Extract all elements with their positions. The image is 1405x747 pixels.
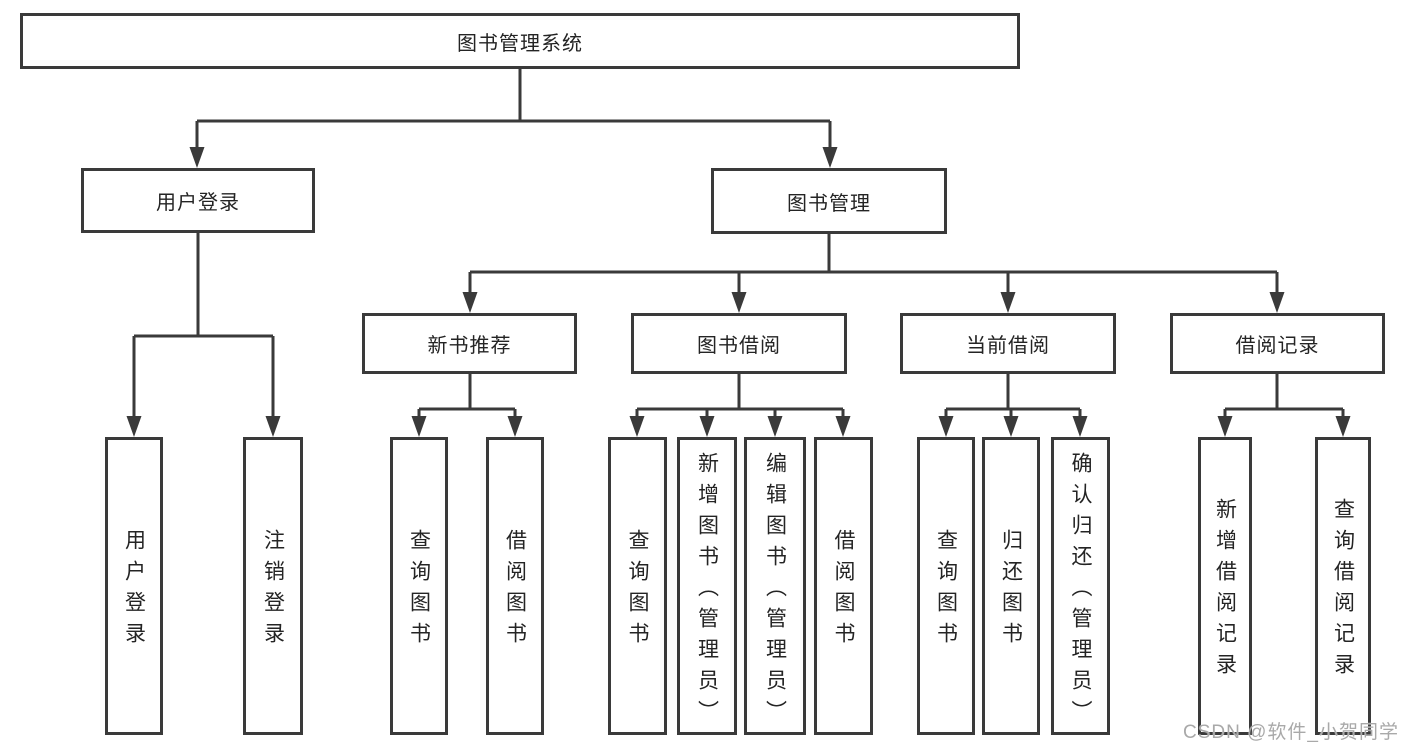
node-borrow-records-label: 借阅记录 xyxy=(1235,335,1320,357)
arrow-down-icon xyxy=(1000,292,1016,313)
leaf-borrow-edit-books-admin-label: 编辑图书（管理员） xyxy=(763,451,787,731)
node-book-borrow-label: 图书借阅 xyxy=(697,335,781,357)
leaf-current-query-books: 查询图书 xyxy=(917,437,975,735)
arrow-down-icon xyxy=(822,147,838,168)
arrow-down-icon xyxy=(629,416,645,437)
arrow-down-icon xyxy=(1335,416,1351,437)
arrow-down-icon xyxy=(938,416,954,437)
leaf-logout-label: 注销登录 xyxy=(261,529,285,653)
node-new-book-recommend: 新书推荐 xyxy=(362,313,577,374)
leaf-borrow-query-books: 查询图书 xyxy=(608,437,667,735)
arrow-down-icon xyxy=(699,416,715,437)
leaf-user-login-label: 用户登录 xyxy=(122,529,146,653)
arrow-down-icon xyxy=(507,416,523,437)
leaf-recommend-borrow-books: 借阅图书 xyxy=(486,437,544,735)
leaf-borrow-add-books-admin: 新增图书（管理员） xyxy=(677,437,737,735)
node-user-login-label: 用户登录 xyxy=(156,192,240,214)
leaf-current-return-books-label: 归还图书 xyxy=(999,529,1023,653)
node-root-system: 图书管理系统 xyxy=(20,13,1020,69)
leaf-current-confirm-return-admin-label: 确认归还（管理员） xyxy=(1069,451,1092,731)
leaf-records-add-record-label: 新增借阅记录 xyxy=(1213,498,1237,684)
arrowheads xyxy=(126,147,1351,437)
leaf-records-query-record-label: 查询借阅记录 xyxy=(1331,498,1355,684)
leaf-user-login: 用户登录 xyxy=(105,437,163,735)
leaf-logout: 注销登录 xyxy=(243,437,303,735)
node-book-borrow: 图书借阅 xyxy=(631,313,847,374)
leaf-records-add-record: 新增借阅记录 xyxy=(1198,437,1252,735)
arrow-down-icon xyxy=(1217,416,1233,437)
leaf-records-query-record: 查询借阅记录 xyxy=(1315,437,1371,735)
arrow-down-icon xyxy=(411,416,427,437)
leaf-borrow-add-books-admin-label: 新增图书（管理员） xyxy=(695,451,719,731)
arrow-down-icon xyxy=(767,416,783,437)
arrow-down-icon xyxy=(265,416,281,437)
node-current-borrow-label: 当前借阅 xyxy=(966,335,1050,357)
leaf-recommend-query-books: 查询图书 xyxy=(390,437,448,735)
node-current-borrow: 当前借阅 xyxy=(900,313,1116,374)
node-root-label: 图书管理系统 xyxy=(457,32,583,55)
node-user-login: 用户登录 xyxy=(81,168,315,233)
arrow-down-icon xyxy=(126,416,142,437)
leaf-borrow-borrow-books-label: 借阅图书 xyxy=(832,529,855,653)
arrow-down-icon xyxy=(731,292,747,313)
leaf-current-confirm-return-admin: 确认归还（管理员） xyxy=(1051,437,1110,735)
leaf-current-return-books: 归还图书 xyxy=(982,437,1040,735)
node-book-management: 图书管理 xyxy=(711,168,947,234)
csdn-watermark: CSDN @软件_小贺同学 xyxy=(1183,722,1399,743)
leaf-borrow-query-books-label: 查询图书 xyxy=(626,529,649,653)
leaf-borrow-borrow-books: 借阅图书 xyxy=(814,437,873,735)
arrow-down-icon xyxy=(189,147,205,168)
arrow-down-icon xyxy=(1269,292,1285,313)
leaf-current-query-books-label: 查询图书 xyxy=(934,529,958,653)
leaf-recommend-query-books-label: 查询图书 xyxy=(407,529,431,653)
arrow-down-icon xyxy=(835,416,851,437)
leaf-borrow-edit-books-admin: 编辑图书（管理员） xyxy=(744,437,806,735)
leaf-recommend-borrow-books-label: 借阅图书 xyxy=(503,529,527,653)
node-book-management-label: 图书管理 xyxy=(787,192,871,215)
arrow-down-icon xyxy=(1072,416,1088,437)
arrow-down-icon xyxy=(1003,416,1019,437)
node-new-book-recommend-label: 新书推荐 xyxy=(427,335,512,357)
arrow-down-icon xyxy=(462,292,478,313)
node-borrow-records: 借阅记录 xyxy=(1170,313,1385,374)
